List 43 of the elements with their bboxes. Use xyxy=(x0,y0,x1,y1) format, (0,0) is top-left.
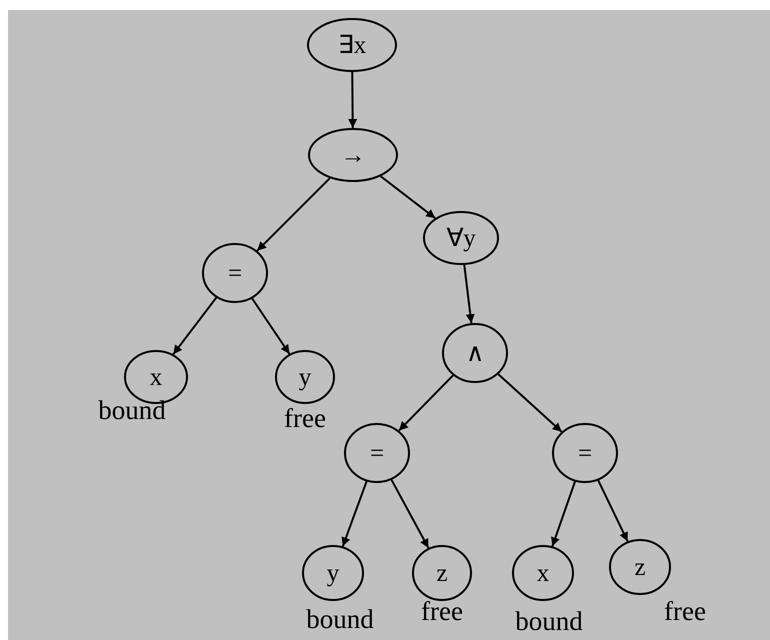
node-label: z xyxy=(436,560,448,586)
arrow xyxy=(597,480,629,542)
arrow xyxy=(342,481,368,547)
tree-node xyxy=(307,18,397,72)
arrow xyxy=(498,373,562,433)
tree-node xyxy=(609,539,671,595)
arrow xyxy=(398,374,454,432)
node-label: = xyxy=(578,440,592,466)
tree-node xyxy=(512,545,574,601)
variable-status-label: bound xyxy=(306,606,374,633)
node-label: z xyxy=(634,554,646,580)
tree-node xyxy=(202,243,268,303)
node-label: = xyxy=(228,260,242,286)
node-label: ∃x xyxy=(338,32,366,58)
arrow xyxy=(551,481,576,547)
node-label: x xyxy=(150,364,162,390)
node-label: x xyxy=(536,560,550,586)
node-label: → xyxy=(340,142,366,168)
tree-node xyxy=(308,128,398,182)
node-label: = xyxy=(370,440,384,466)
variable-status-label: bound xyxy=(98,397,166,424)
node-label: ∧ xyxy=(466,340,484,366)
arrow xyxy=(380,175,436,219)
arrow xyxy=(256,177,331,252)
tree-node xyxy=(412,545,472,601)
arrow xyxy=(348,72,358,128)
variable-status-label: free xyxy=(664,598,706,625)
tree-node xyxy=(302,545,364,601)
variable-status-label: free xyxy=(421,598,463,625)
tree-node xyxy=(423,211,499,265)
tree-node xyxy=(344,423,410,483)
node-label: ∀y xyxy=(446,226,476,250)
tree-node xyxy=(442,323,508,383)
arrow xyxy=(172,297,218,355)
arrow xyxy=(463,264,475,324)
variable-status-label: bound xyxy=(515,608,583,635)
tree-node xyxy=(275,350,335,404)
arrow xyxy=(390,479,430,548)
node-label: y xyxy=(326,560,340,586)
arrow xyxy=(251,298,290,354)
node-label: y xyxy=(298,364,312,390)
tree-node xyxy=(552,423,618,483)
variable-status-label: free xyxy=(284,405,326,432)
